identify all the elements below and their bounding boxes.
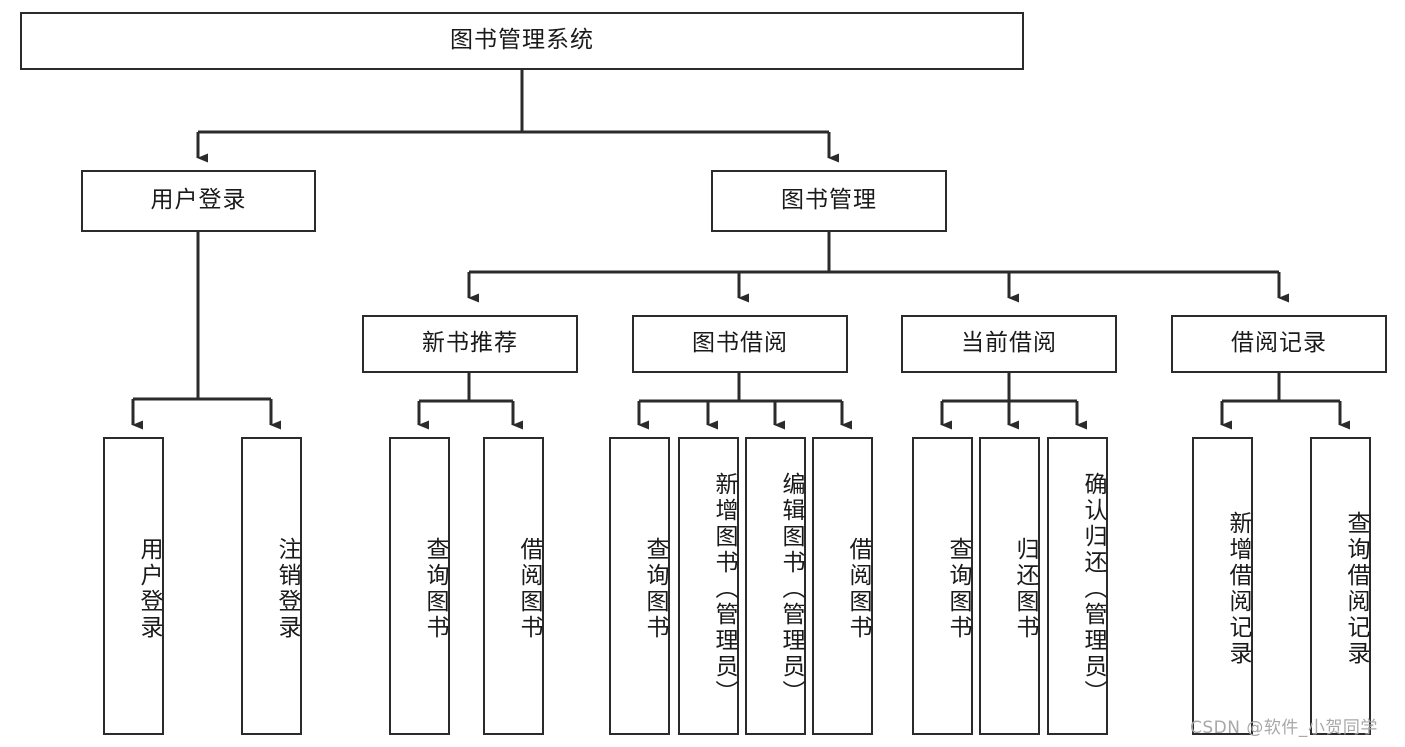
node-book-borrow-label: 图书借阅 <box>692 330 788 357</box>
node-leaf-borrow-book-2-label: 借阅图书 <box>845 537 871 641</box>
node-leaf-logout-login[interactable]: 注销登录 <box>241 437 302 735</box>
node-leaf-query-book-3-label: 查询图书 <box>945 537 971 641</box>
node-leaf-borrow-book-1[interactable]: 借阅图书 <box>483 437 544 735</box>
node-leaf-query-book-3[interactable]: 查询图书 <box>912 437 973 735</box>
node-root-system[interactable]: 图书管理系统 <box>20 12 1024 70</box>
node-borrow-record[interactable]: 借阅记录 <box>1171 315 1387 373</box>
node-leaf-add-borrow-record-label: 新增借阅记录 <box>1225 511 1251 667</box>
node-leaf-borrow-book-2[interactable]: 借阅图书 <box>812 437 873 735</box>
node-leaf-add-book-label: 新增图书（管理员） <box>711 472 737 706</box>
node-leaf-user-login[interactable]: 用户登录 <box>103 437 164 735</box>
node-leaf-edit-book[interactable]: 编辑图书（管理员） <box>745 437 806 735</box>
node-leaf-return-book[interactable]: 归还图书 <box>979 437 1040 735</box>
csdn-watermark: CSDN @软件_小贺同学 <box>1190 718 1378 738</box>
node-current-borrow-label: 当前借阅 <box>961 330 1057 357</box>
node-leaf-confirm-return-label: 确认归还（管理员） <box>1080 472 1106 706</box>
node-leaf-return-book-label: 归还图书 <box>1012 537 1038 641</box>
node-root-system-label: 图书管理系统 <box>450 27 594 54</box>
node-leaf-edit-book-label: 编辑图书（管理员） <box>778 472 804 706</box>
node-leaf-logout-login-label: 注销登录 <box>274 537 300 641</box>
node-new-book-recommend[interactable]: 新书推荐 <box>362 315 578 373</box>
node-borrow-record-label: 借阅记录 <box>1231 330 1327 357</box>
node-leaf-borrow-book-1-label: 借阅图书 <box>516 537 542 641</box>
node-current-borrow[interactable]: 当前借阅 <box>901 315 1117 373</box>
node-leaf-user-login-label: 用户登录 <box>136 537 162 641</box>
node-leaf-query-book-1[interactable]: 查询图书 <box>389 437 450 735</box>
node-book-manage[interactable]: 图书管理 <box>711 170 947 232</box>
node-leaf-add-book[interactable]: 新增图书（管理员） <box>678 437 739 735</box>
node-book-manage-label: 图书管理 <box>781 187 877 214</box>
node-leaf-query-borrow-record-label: 查询借阅记录 <box>1343 511 1369 667</box>
node-user-login[interactable]: 用户登录 <box>81 170 316 232</box>
node-new-book-recommend-label: 新书推荐 <box>422 330 518 357</box>
node-leaf-confirm-return[interactable]: 确认归还（管理员） <box>1047 437 1108 735</box>
node-user-login-label: 用户登录 <box>150 187 247 214</box>
node-leaf-add-borrow-record[interactable]: 新增借阅记录 <box>1192 437 1253 735</box>
node-book-borrow[interactable]: 图书借阅 <box>632 315 848 373</box>
node-leaf-query-book-2[interactable]: 查询图书 <box>609 437 670 735</box>
node-leaf-query-book-2-label: 查询图书 <box>642 537 668 641</box>
node-leaf-query-book-1-label: 查询图书 <box>422 537 448 641</box>
node-leaf-query-borrow-record[interactable]: 查询借阅记录 <box>1310 437 1371 735</box>
